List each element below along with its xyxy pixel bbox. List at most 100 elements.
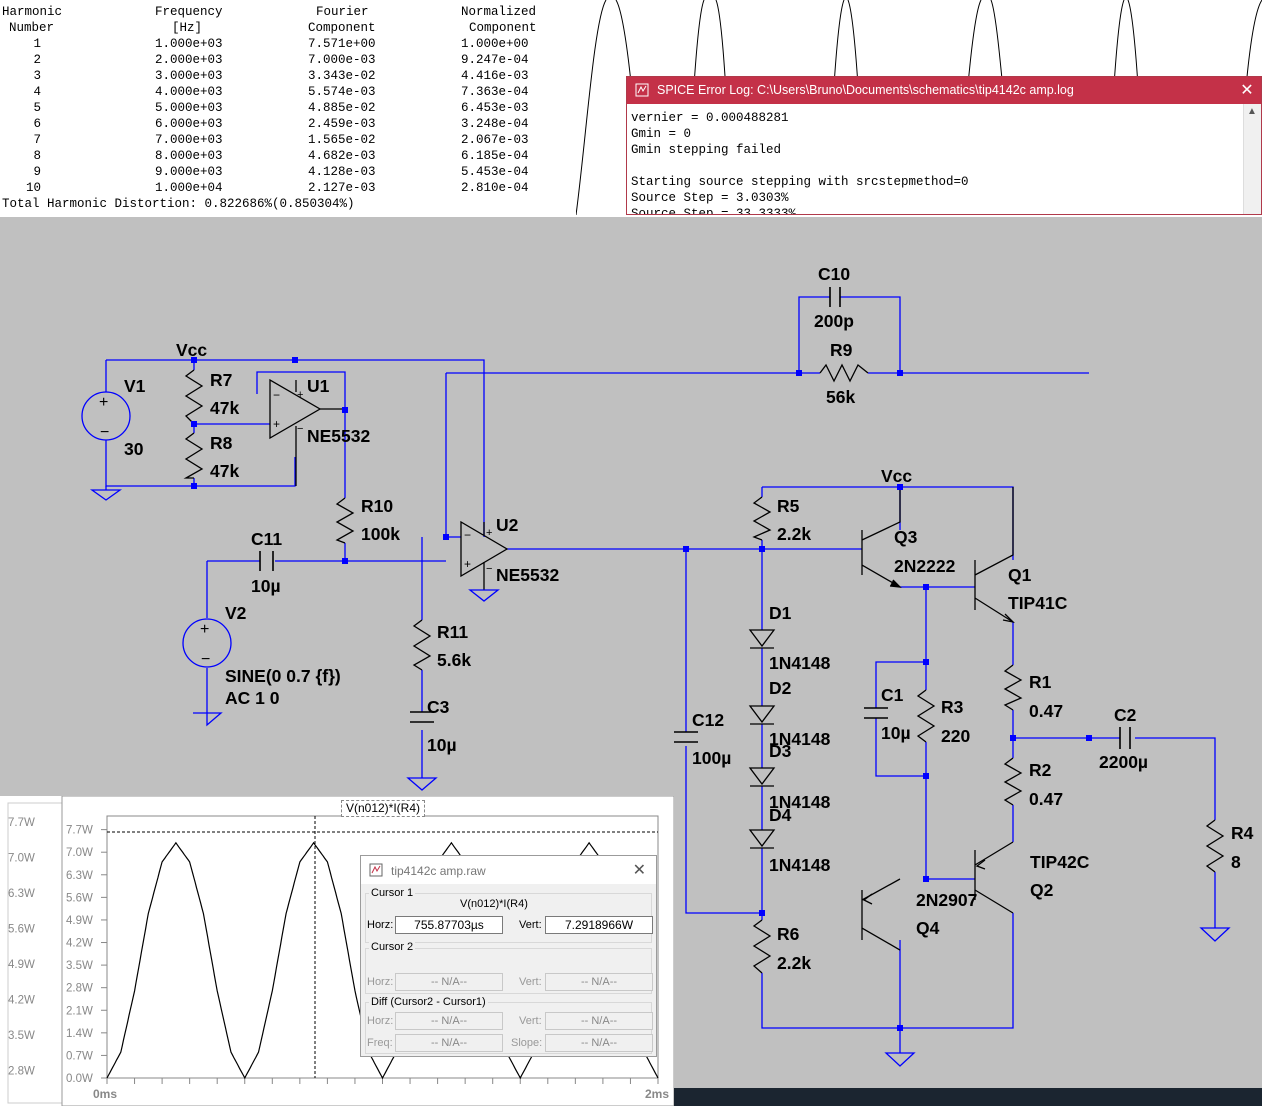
c1-symbol [864, 707, 888, 719]
c12-value: 100µ [692, 748, 731, 768]
fourier-cell-harmonic-number: 8 [33, 149, 41, 163]
svg-text:−: − [201, 651, 210, 668]
c3-value: 10µ [427, 735, 457, 755]
left-axis-tick-label: 4.2W [8, 995, 35, 1007]
d3-symbol [748, 767, 776, 787]
col-header-fourier-2: Component [308, 21, 376, 35]
cursor2-group [365, 948, 652, 994]
resistors [183, 363, 1225, 974]
fourier-cell-harmonic-number: 9 [33, 165, 41, 179]
r7-symbol [184, 369, 204, 425]
d1-label: D1 [769, 603, 792, 623]
fourier-cell-frequency: 2.000e+03 [155, 53, 223, 67]
c12-symbol [674, 731, 698, 743]
x-tick-label: 2ms [645, 1087, 669, 1101]
r10-label: R10 [361, 496, 393, 516]
r1-value: 0.47 [1029, 701, 1063, 721]
error-log-line: Gmin stepping failed [631, 143, 782, 157]
d2-label: D2 [769, 678, 792, 698]
col-header-frequency-2: [Hz] [172, 21, 203, 35]
spice-error-log-window[interactable]: SPICE Error Log: C:\Users\Bruno\Document… [626, 76, 1262, 215]
horz2-label: Horz: [367, 976, 394, 988]
fourier-cell-component: 7.571e+00 [308, 37, 376, 51]
r1-symbol [1003, 664, 1023, 711]
x-tick-label: 0ms [93, 1087, 117, 1101]
fourier-cell-component: 4.682e-03 [308, 149, 376, 163]
q2-model: TIP42C [1030, 852, 1090, 872]
svg-text:−: − [464, 528, 471, 542]
vcc-label-1: Vcc [176, 340, 207, 360]
c11-symbol [259, 551, 274, 571]
u1-model: NE5532 [307, 426, 371, 446]
d1-model: 1N4148 [769, 653, 831, 673]
y-tick-label: 1.4W [66, 1028, 93, 1040]
left-axis-tick-label: 4.9W [8, 959, 35, 971]
fourier-cell-normalized: 6.453e-03 [461, 101, 529, 115]
fourier-cell-component: 5.574e-03 [308, 85, 376, 99]
horz1-field[interactable]: 755.87703µs [395, 916, 503, 934]
r10-symbol [335, 497, 355, 544]
r5-label: R5 [777, 496, 800, 516]
r7-value: 47k [210, 398, 239, 418]
error-log-title: SPICE Error Log: C:\Users\Bruno\Document… [657, 83, 1074, 97]
horz-diff-field: -- N/A-- [395, 1012, 503, 1030]
left-axis-tick-label: 5.6W [8, 924, 35, 936]
cursor-dialog-titlebar[interactable]: tip4142c amp.raw ✕ [361, 856, 656, 884]
r4-label: R4 [1231, 823, 1254, 843]
svg-text:+: + [486, 527, 492, 539]
error-log-titlebar[interactable]: SPICE Error Log: C:\Users\Bruno\Document… [627, 77, 1261, 104]
vert1-field[interactable]: 7.2918966W [545, 916, 653, 934]
q4-model: 2N2907 [916, 890, 977, 910]
r3-label: R3 [941, 697, 964, 717]
q1-label: Q1 [1008, 565, 1032, 585]
scroll-up-icon[interactable]: ▲ [1247, 106, 1257, 117]
fourier-cell-component: 4.885e-02 [308, 101, 376, 115]
ground-symbols [89, 486, 1231, 1067]
v1-label: V1 [124, 376, 146, 396]
col-header-normalized: Normalized [461, 5, 537, 19]
r8-symbol [183, 432, 204, 479]
col-header-harmonic-2: Number [9, 21, 55, 35]
v1-symbol [81, 391, 131, 441]
v2-label: V2 [225, 603, 247, 623]
v2-symbol [182, 618, 232, 668]
col-header-normalized-2: Component [469, 21, 537, 35]
left-axis-tick-label: 6.3W [8, 888, 35, 900]
cursor-dialog[interactable]: tip4142c amp.raw ✕ Cursor 1 V(n012)*I(R4… [360, 855, 657, 1057]
q4-label: Q4 [916, 918, 940, 938]
svg-text:−: − [486, 563, 492, 575]
close-icon[interactable]: ✕ [632, 862, 646, 879]
c2-label: C2 [1114, 705, 1137, 725]
u2-label: U2 [496, 515, 519, 535]
vert2-field: -- N/A-- [545, 973, 653, 991]
fourier-cell-harmonic-number: 4 [33, 85, 41, 99]
y-tick-label: 6.3W [66, 870, 93, 882]
vert2-label: Vert: [519, 976, 542, 988]
y-tick-label: 5.6W [66, 892, 93, 904]
trace-label[interactable]: V(n012)*I(R4) [341, 800, 425, 817]
fourier-cell-frequency: 4.000e+03 [155, 85, 223, 99]
r5-value: 2.2k [777, 524, 811, 544]
d4-label: D4 [769, 805, 792, 825]
close-icon[interactable]: ✕ [1240, 82, 1254, 99]
y-tick-label: 2.1W [66, 1005, 93, 1017]
fourier-cell-normalized: 1.000e+00 [461, 37, 529, 51]
c10-label: C10 [818, 264, 850, 284]
d4-model: 1N4148 [769, 855, 831, 875]
col-header-fourier: Fourier [316, 5, 369, 19]
cursor2-label: Cursor 2 [369, 941, 416, 953]
u1-symbol [269, 378, 322, 440]
fourier-cell-normalized: 2.810e-04 [461, 181, 529, 195]
opamps [269, 378, 509, 590]
y-tick-label: 4.9W [66, 915, 93, 927]
y-tick-label: 7.0W [66, 847, 93, 859]
scrollbar[interactable]: ▲ [1243, 104, 1261, 214]
y-tick-label: 7.7W [66, 825, 93, 837]
r6-value: 2.2k [777, 953, 811, 973]
svg-text:−: − [273, 388, 280, 402]
fourier-cell-harmonic-number: 7 [33, 133, 41, 147]
fourier-cell-component: 4.128e-03 [308, 165, 376, 179]
vert-diff-label: Vert: [519, 1015, 542, 1027]
q3-model: 2N2222 [894, 556, 956, 576]
